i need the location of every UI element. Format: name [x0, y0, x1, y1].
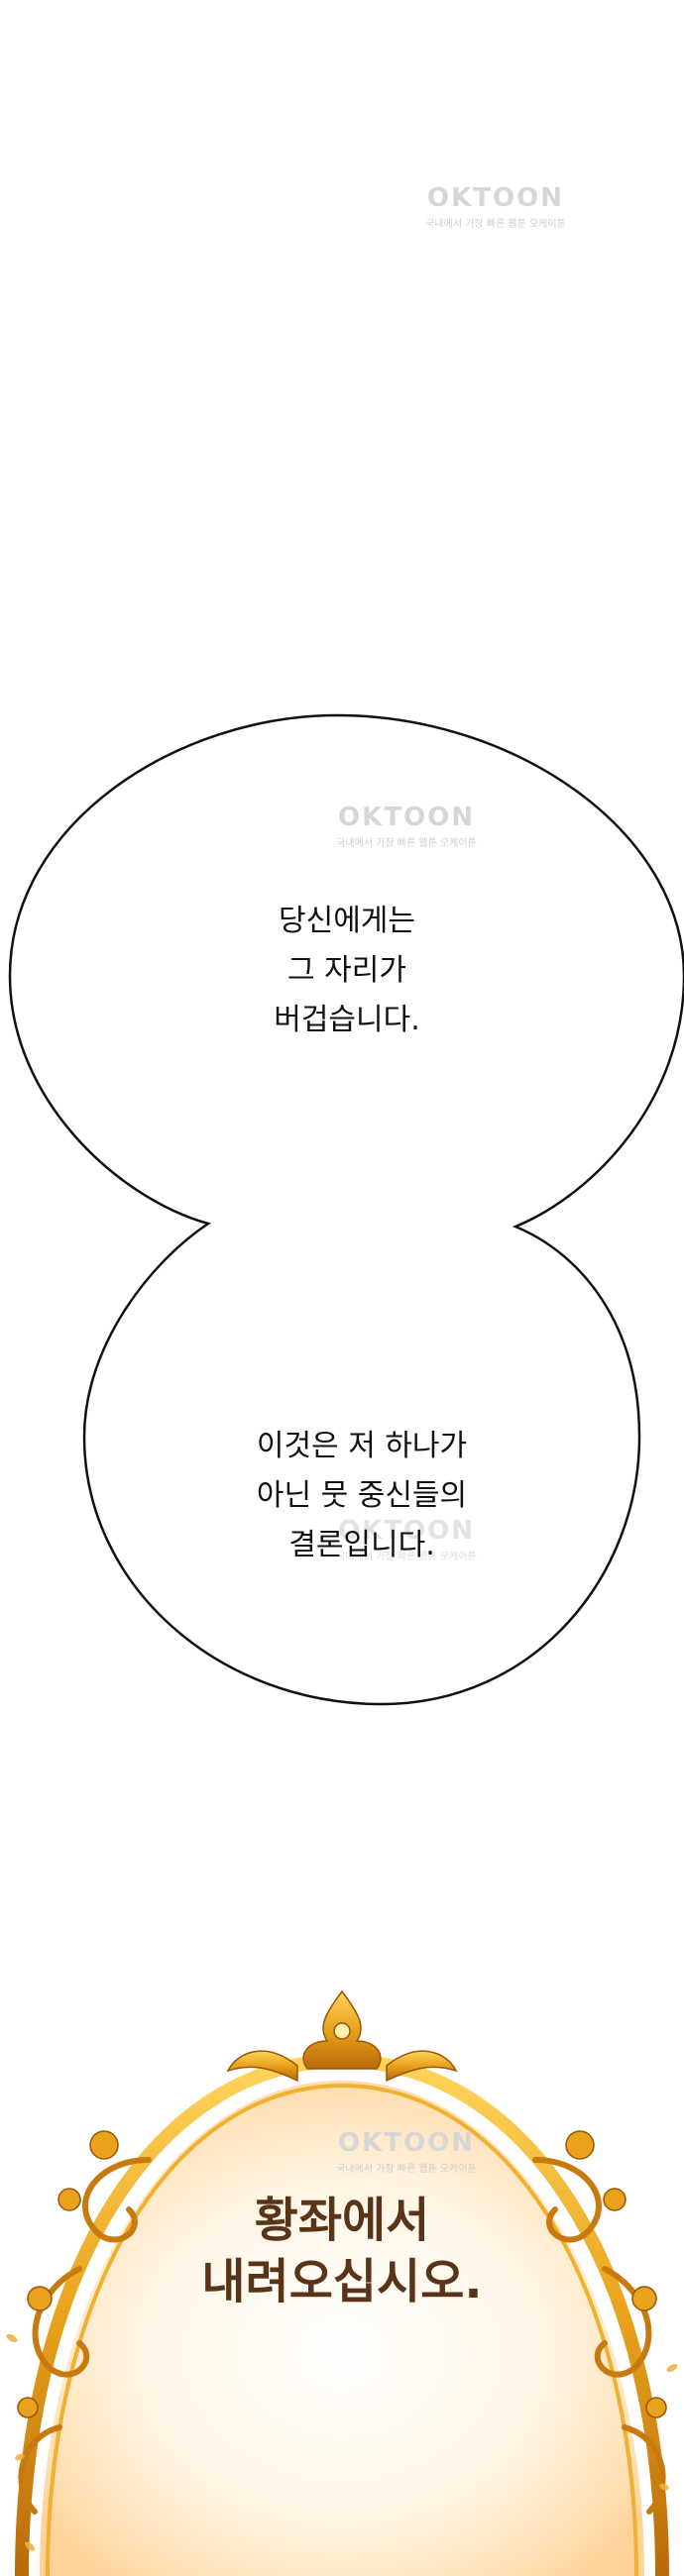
- watermark-lower-bubble: OKTOON 국내에서 가장 빠른 웹툰 오케이툰: [317, 1516, 496, 1562]
- frame-arch-inner: [46, 2083, 638, 2576]
- frame-left-ornament: [18, 2157, 152, 2515]
- watermark-middle: OKTOON 국내에서 가장 빠른 웹툰 오케이툰: [317, 803, 496, 849]
- watermark-top: OKTOON 국내에서 가장 빠른 웹툰 오케이툰: [406, 183, 585, 230]
- double-speech-bubble-outline: [8, 713, 684, 1706]
- narration-caption: 황좌에서 내려오십시오.: [159, 2190, 525, 2312]
- bubble-line: 당신에게는: [279, 904, 415, 938]
- narration-line: 황좌에서: [254, 2193, 430, 2248]
- watermark-brand: OKTOON: [427, 183, 564, 213]
- frame-right-ornament: [532, 2157, 666, 2515]
- speech-bubble-2-text: 이것은 저 하나가 아닌 뭇 중신들의 결론입니다.: [173, 1422, 550, 1570]
- watermark-frame: OKTOON 국내에서 가장 빠른 웹툰 오케이툰: [317, 2128, 496, 2175]
- bubble-line: 그 자리가: [287, 953, 406, 988]
- ornate-gold-frame: [6, 1989, 678, 2576]
- speech-bubbles: [8, 713, 684, 1706]
- bubble-line: 아닌 뭇 중신들의: [256, 1478, 468, 1513]
- frame-left-flowers: [17, 2130, 119, 2418]
- narration-line: 내려오십시오.: [201, 2254, 483, 2309]
- frame-right-flowers: [565, 2130, 667, 2418]
- bubble-line: 이것은 저 하나가: [256, 1429, 468, 1463]
- frame-top-crest: [226, 1989, 458, 2083]
- watermark-tagline: 국내에서 가장 빠른 웹툰 오케이툰: [336, 838, 477, 849]
- frame-glow-interior: [40, 2081, 644, 2576]
- watermark-tagline: 국내에서 가장 빠른 웹툰 오케이툰: [336, 1552, 477, 1562]
- watermark-tagline: 국내에서 가장 빠른 웹툰 오케이툰: [336, 2164, 477, 2175]
- watermark-brand: OKTOON: [338, 1516, 475, 1546]
- falling-petals: [6, 2334, 678, 2551]
- bubble-line: 버겁습니다.: [274, 1003, 420, 1037]
- speech-bubble-1-text: 당신에게는 그 자리가 버겁습니다.: [169, 897, 525, 1045]
- watermark-brand: OKTOON: [338, 803, 475, 832]
- watermark-brand: OKTOON: [338, 2128, 475, 2158]
- watermark-tagline: 국내에서 가장 빠른 웹툰 오케이툰: [425, 219, 566, 230]
- bubble-line: 결론입니다.: [288, 1528, 435, 1562]
